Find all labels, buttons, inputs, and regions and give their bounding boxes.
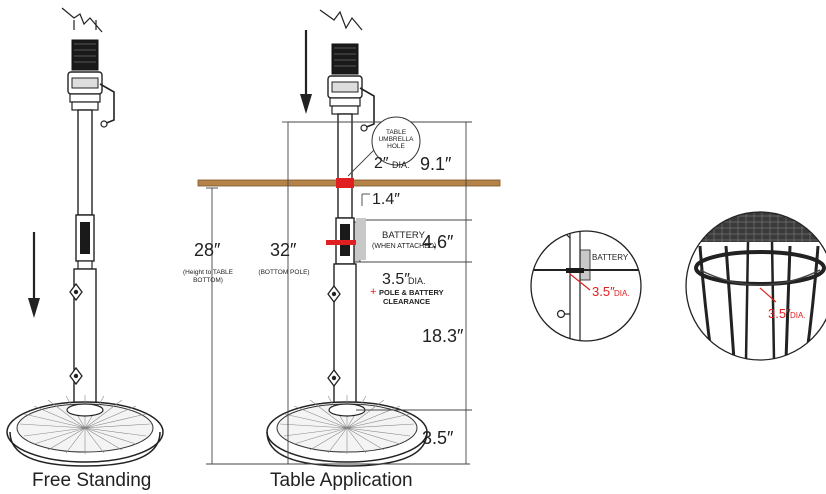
- dimension-4-6: 4.6″: [422, 232, 454, 252]
- clearance-diameter-unit: DIA.: [408, 276, 426, 286]
- clearance-line2: CLEARANCE: [383, 297, 430, 306]
- detail-umbrella-frame: 3.5″ DIA.: [685, 211, 826, 361]
- dimension-32-sub: (BOTTOM POLE): [258, 269, 309, 276]
- dimension-1-4: 1.4″: [372, 191, 400, 208]
- dimension-32: 32″: [270, 240, 297, 260]
- detail-battery-label: BATTERY: [592, 253, 629, 262]
- detail-right-diameter: 3.5″: [768, 306, 791, 321]
- table-hole-line1: TABLE: [386, 129, 407, 136]
- detail-pole-battery: BATTERY 3.5″ DIA.: [530, 230, 642, 342]
- table-application-stand: [266, 9, 428, 467]
- battery-sublabel: (WHEN ATTACHED): [372, 243, 436, 250]
- dimension-9-1: 9.1″: [420, 154, 452, 174]
- clearance-diameter: 3.5″: [382, 271, 410, 288]
- table-hole-marker: [336, 178, 354, 188]
- dimension-3-5: 3.5″: [422, 428, 454, 448]
- detail-right-diameter-unit: DIA.: [790, 311, 806, 320]
- dimension-lines: [206, 121, 472, 465]
- plus-sign: +: [370, 286, 376, 298]
- dimension-28-sub1: (Height to TABLE: [183, 269, 234, 276]
- clearance-line1: POLE & BATTERY: [379, 288, 444, 297]
- caption-table-application: Table Application: [270, 470, 413, 491]
- clearance-marker: [326, 240, 364, 245]
- detail-left-diameter: 3.5″: [592, 284, 615, 299]
- table-hole-callout: [371, 116, 421, 166]
- caption-free-standing: Free Standing: [32, 470, 152, 491]
- detail-left-diameter-unit: DIA.: [614, 289, 630, 298]
- dimension-18-3: 18.3″: [422, 326, 464, 346]
- battery-label: BATTERY: [382, 230, 426, 241]
- table-hole-line2: UMBRELLA: [378, 136, 414, 143]
- table-hole-diameter-unit: DIA.: [392, 160, 410, 170]
- table-hole-diameter: 2″: [374, 155, 389, 172]
- table-hole-line3: HOLE: [387, 143, 405, 150]
- dimension-28-sub2: BOTTOM): [193, 277, 223, 284]
- dimension-28: 28″: [194, 240, 221, 260]
- free-standing-stand: [6, 7, 164, 467]
